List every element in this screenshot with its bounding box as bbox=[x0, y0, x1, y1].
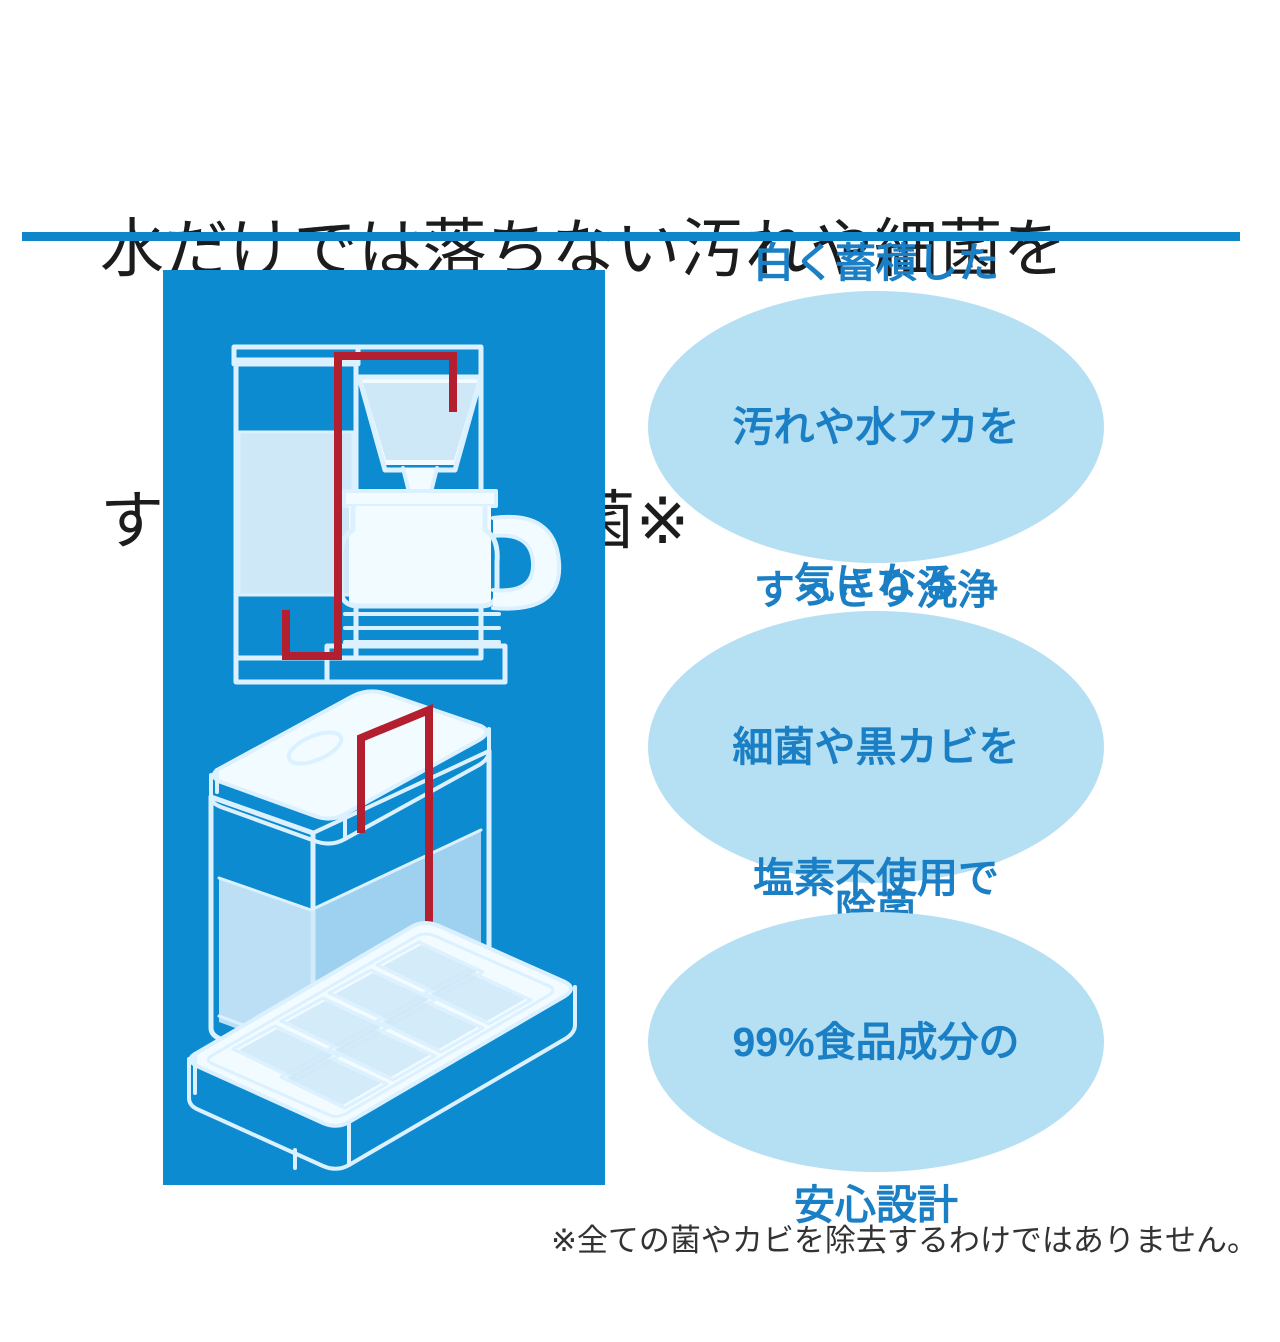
benefit-bubble-safety-text: 塩素不使用で 99%食品成分の 安心設計 bbox=[732, 742, 1019, 1342]
benefit-bubble-sanitizing: 気になる 細菌や黒カビを 除菌 bbox=[648, 560, 1104, 933]
ice-cube-tray-illustration bbox=[187, 921, 577, 1171]
benefit-bubble-cleaning-text: 白く蓄積した 汚れや水アカを すっきり洗浄 bbox=[733, 127, 1020, 727]
bubble-3-line-2: 99%食品成分の bbox=[732, 1018, 1020, 1065]
bubble-1-line-2: 汚れや水アカを bbox=[732, 403, 1020, 450]
bubble-2-line-1: 気になる bbox=[794, 560, 958, 607]
divider-rule bbox=[22, 232, 1240, 241]
bubble-2-line-2: 細菌や黒カビを bbox=[732, 723, 1020, 770]
bubble-3-line-1: 塩素不使用で bbox=[753, 855, 999, 902]
benefit-bubble-sanitizing-text: 気になる 細菌や黒カビを 除菌 bbox=[733, 447, 1020, 1047]
bubble-1-line-1: 白く蓄積した bbox=[753, 240, 999, 287]
footnote-disclaimer: ※全ての菌やカビを除去するわけではありません。 bbox=[550, 1223, 1258, 1258]
bubble-3-line-3: 安心設計 bbox=[794, 1182, 958, 1229]
benefit-bubble-safety: 塩素不使用で 99%食品成分の 安心設計 bbox=[648, 855, 1104, 1228]
benefit-bubble-cleaning: 白く蓄積した 汚れや水アカを すっきり洗浄 bbox=[648, 240, 1104, 613]
bubble-1-line-3: すっきり洗浄 bbox=[753, 567, 999, 614]
illustration-panel: .ln { fill:none; stroke:#dcf1ff; stroke-… bbox=[163, 270, 605, 1185]
illustration-svg: .ln { fill:none; stroke:#dcf1ff; stroke-… bbox=[187, 344, 577, 1171]
coffee-maker-illustration bbox=[231, 344, 562, 685]
infographic-root: 水だけでは落ちない汚れや細菌を すっきり洗浄・除菌※ .ln { fill:no… bbox=[22, 213, 1258, 1258]
